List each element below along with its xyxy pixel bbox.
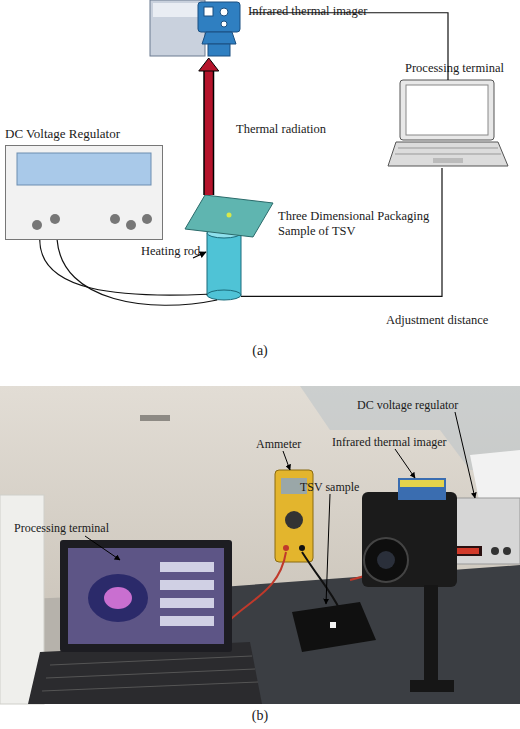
heating-rod-shape bbox=[207, 228, 241, 300]
voltage-regulator: DC Voltage Regulator bbox=[5, 145, 163, 240]
radiation-arrow bbox=[199, 58, 219, 195]
node-label: Three Dimensional Packaging Sample of TS… bbox=[278, 209, 438, 239]
thermal-imager-shape bbox=[150, 0, 250, 58]
laptop-terminal: Processing terminal bbox=[388, 80, 508, 168]
figure-label: Processing terminal bbox=[14, 521, 109, 535]
connector-line bbox=[57, 240, 217, 305]
arrow-head bbox=[199, 58, 219, 71]
node-label: Processing terminal bbox=[405, 61, 504, 76]
leader-lines bbox=[85, 412, 475, 604]
node-label: DC Voltage Regulator bbox=[5, 126, 120, 141]
node-label: Heating rod bbox=[141, 244, 200, 259]
thermal-imager: Infrared thermal imager bbox=[150, 0, 250, 58]
voltage-regulator-shape bbox=[5, 145, 163, 240]
figure-label: Infrared thermal imager bbox=[332, 435, 447, 449]
tsv-sample-plate: Three Dimensional Packaging Sample of TS… bbox=[185, 195, 273, 237]
tsv-sample-plate-shape bbox=[185, 195, 273, 237]
laptop-terminal-shape bbox=[388, 80, 508, 168]
lab-photo bbox=[0, 386, 520, 704]
figure-label: (b) bbox=[0, 709, 520, 723]
figure-label: DC voltage regulator bbox=[357, 398, 458, 412]
figure-label: Ammeter bbox=[256, 437, 301, 451]
node-label: Infrared thermal imager bbox=[248, 4, 367, 19]
figure-label: TSV sample bbox=[300, 480, 359, 494]
connector-line bbox=[241, 168, 442, 296]
edge-label: Thermal radiation bbox=[236, 122, 326, 136]
heating-rod: Heating rod bbox=[207, 228, 241, 300]
edge-label: Adjustment distance bbox=[386, 313, 488, 327]
connector-line bbox=[40, 240, 207, 295]
figure-label: (a) bbox=[0, 344, 520, 358]
